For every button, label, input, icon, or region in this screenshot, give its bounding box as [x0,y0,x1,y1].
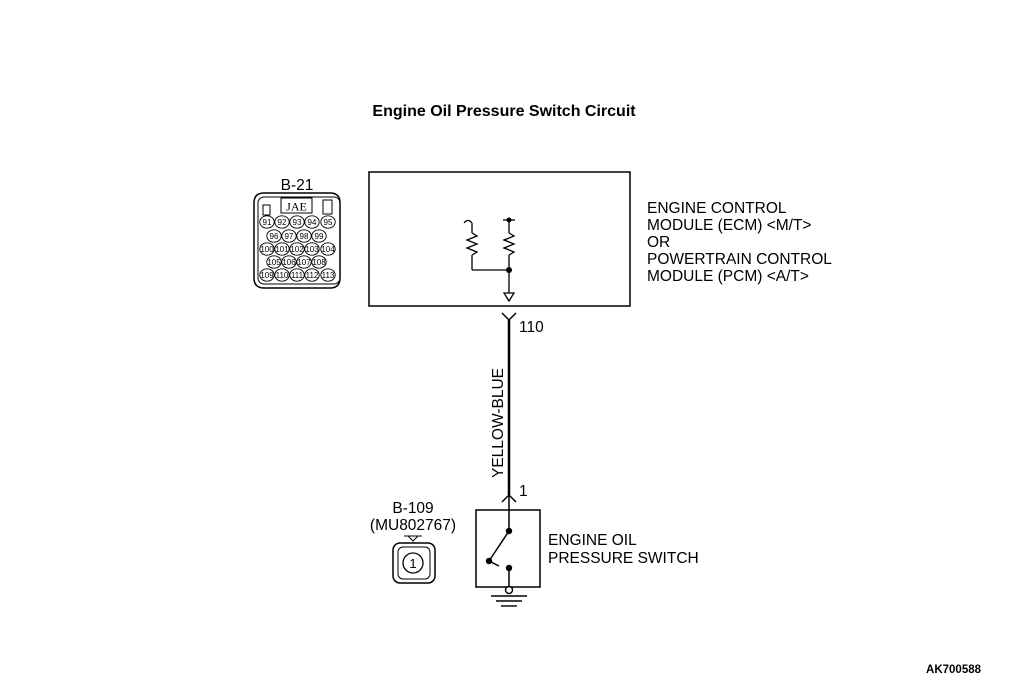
pin-cavity [259,268,275,282]
pin-cavity [266,255,282,269]
ecm-terminal-symbol [501,312,517,322]
connector-b21-maker: JAE [286,200,307,214]
figure-code: AK700588 [926,664,982,676]
pin-cavity [304,242,320,256]
pin-cavity [274,215,290,229]
ecm-terminal-number: 110 [519,319,544,336]
pin-number: 113 [322,271,335,280]
pin-number: 94 [308,218,317,227]
pin-number: 103 [305,245,319,254]
pin-cavity [274,242,290,256]
pin-number: 109 [260,271,274,280]
pin-number: 106 [282,258,296,267]
pin-number: 112 [306,271,319,280]
pin-cavity [289,215,305,229]
pin-cavity [311,229,327,243]
pin-number: 98 [300,232,309,241]
pin-cavity [266,229,282,243]
connector-b21-name: B-21 [281,177,314,194]
pin-number: 92 [278,218,287,227]
pin-number: 105 [267,258,281,267]
pin-number: 107 [297,258,311,267]
connector-b109-pin: 1 [409,556,416,571]
pin-number: 100 [260,245,274,254]
pin-cavity [311,255,327,269]
signal-wire: 110 YELLOW-BLUE 1 [490,312,544,510]
switch-label: ENGINE OIL PRESSURE SWITCH [548,532,699,567]
pin-cavity [320,242,336,256]
oil-pressure-switch: ENGINE OIL PRESSURE SWITCH [475,509,699,607]
pin-cavity [296,229,312,243]
pin-number: 96 [270,232,279,241]
pin-cavity [289,268,305,282]
pin-number: 104 [321,245,335,254]
pin-number: 99 [315,232,324,241]
pin-number: 95 [324,218,333,227]
pin-number: 101 [275,245,289,254]
pin-number: 102 [290,245,304,254]
pin-number: 108 [312,258,326,267]
ecm-label: ENGINE CONTROL MODULE (ECM) <M/T> OR POW… [647,200,836,285]
pin-cavity [320,268,336,282]
pin-cavity [274,268,290,282]
ecm-module: ENGINE CONTROL MODULE (ECM) <M/T> OR POW… [368,171,836,307]
pin-cavity [304,268,320,282]
pin-number: 91 [263,218,272,227]
pin-cavity [281,255,297,269]
pin-number: 111 [291,271,304,280]
pin-cavity [281,229,297,243]
switch-terminal-number: 1 [519,483,528,500]
connector-b109-name: B-109 [392,500,433,517]
connector-b109: B-109 (MU802767) 1 [370,500,456,584]
pin-cavity [320,215,336,229]
pin-cavity [289,242,305,256]
wire-color-label: YELLOW-BLUE [490,368,507,478]
connector-b109-part: (MU802767) [370,517,456,534]
pin-cavity [259,215,275,229]
diagram-title: Engine Oil Pressure Switch Circuit [372,103,636,120]
pin-number: 97 [285,232,294,241]
pin-number: 110 [276,271,289,280]
pin-cavity [304,215,320,229]
pin-cavity [259,242,275,256]
pin-cavity [296,255,312,269]
ground-symbol [491,585,527,607]
pin-number: 93 [293,218,302,227]
ecm-internal-circuit [463,219,516,303]
